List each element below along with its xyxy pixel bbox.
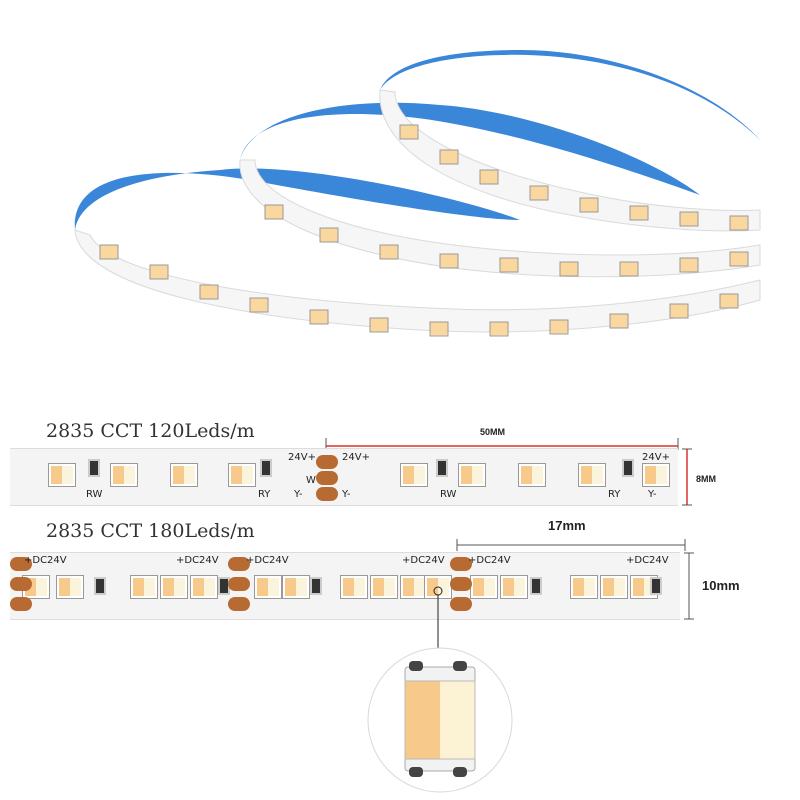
resistor [94, 577, 106, 595]
reel-led-chip [669, 303, 689, 319]
led-closeup [367, 647, 513, 793]
reel-led-chip [629, 205, 649, 221]
led-chip [578, 463, 606, 487]
reel-led-chip [609, 313, 629, 329]
led-chip [228, 463, 256, 487]
reel-led-chip [679, 211, 699, 227]
led-chip [642, 463, 670, 487]
reel-led-chip [309, 309, 329, 325]
led-chip [56, 575, 84, 599]
solder-pad [450, 597, 472, 611]
reel-led-chip [479, 169, 499, 185]
led-chip [518, 463, 546, 487]
solder-pad [228, 557, 250, 571]
pcb-label-ry: RY [258, 489, 271, 500]
reel-led-chip [529, 185, 549, 201]
pcb-label-y: Y- [648, 489, 657, 500]
reel-led-chip [719, 293, 739, 309]
led-chip [190, 575, 218, 599]
pcb-label-w: W [306, 475, 316, 486]
pcb-label-y: Y- [294, 489, 303, 500]
led-chip [160, 575, 188, 599]
led-chip [282, 575, 310, 599]
led-chip [48, 463, 76, 487]
solder-pad [316, 471, 338, 485]
width-dimension-8mm [682, 448, 692, 506]
length-label-17mm: 17mm [548, 518, 586, 533]
pcb-label-voltage: 24V+ [288, 452, 316, 463]
solder-pad [10, 597, 32, 611]
reel-led-chip [559, 261, 579, 277]
led-chip [570, 575, 598, 599]
reel-led-chip [499, 257, 519, 273]
pcb-label-voltage: +DC24V [24, 555, 67, 566]
solder-pad [316, 487, 338, 501]
pcb-label-voltage: +DC24V [246, 555, 289, 566]
width-label-8mm: 8MM [696, 474, 716, 484]
reel-led-chip [319, 227, 339, 243]
resistor [310, 577, 322, 595]
solder-pad [10, 557, 32, 571]
strip-120-title: 2835 CCT 120Leds/m [46, 420, 255, 442]
reel-led-chip [679, 257, 699, 273]
pcb-label-y: Y- [342, 489, 351, 500]
resistor [88, 459, 100, 477]
reel-led-chip [729, 251, 749, 267]
pcb-label-rw: RW [86, 489, 103, 500]
resistor [622, 459, 634, 477]
solder-pad [10, 577, 32, 591]
solder-pad [316, 455, 338, 469]
callout-line [433, 586, 443, 653]
resistor [530, 577, 542, 595]
reel-led-chip [439, 253, 459, 269]
solder-pad [450, 557, 472, 571]
resistor [436, 459, 448, 477]
reel-led-chip [149, 264, 169, 280]
led-strip-reel-photo [0, 50, 800, 400]
length-dimension-17mm [456, 539, 686, 551]
solder-pad [450, 577, 472, 591]
led-chip [600, 575, 628, 599]
reel-led-chip [439, 149, 459, 165]
pcb-label-rw: RW [440, 489, 457, 500]
led-chip [110, 463, 138, 487]
reel-led-chip [199, 284, 219, 300]
strip-180-title: 2835 CCT 180Leds/m [46, 520, 255, 542]
reel-led-chip [619, 261, 639, 277]
pcb-label-voltage: 24V+ [642, 452, 670, 463]
reel-led-chip [379, 244, 399, 260]
led-chip [370, 575, 398, 599]
led-chip [400, 463, 428, 487]
width-dimension-10mm [684, 552, 694, 620]
resistor [650, 577, 662, 595]
reel-led-chip [264, 204, 284, 220]
pcb-label-voltage: 24V+ [342, 452, 370, 463]
led-chip [458, 463, 486, 487]
resistor [260, 459, 272, 477]
led-chip [170, 463, 198, 487]
pcb-label-voltage: +DC24V [176, 555, 219, 566]
led-chip [254, 575, 282, 599]
led-chip [470, 575, 498, 599]
led-chip [130, 575, 158, 599]
width-label-10mm: 10mm [702, 578, 740, 593]
pcb-label-voltage: +DC24V [468, 555, 511, 566]
pcb-label-voltage: +DC24V [402, 555, 445, 566]
pcb-label-ry: RY [608, 489, 621, 500]
led-strip-180: +DC24V +DC24V +DC24V +DC24V +DC24V +DC24V [10, 552, 680, 620]
reel-led-chip [579, 197, 599, 213]
reel-led-chip [249, 297, 269, 313]
led-chip [400, 575, 428, 599]
reel-led-chip [399, 124, 419, 140]
reel-led-chip [99, 244, 119, 260]
solder-pad [228, 597, 250, 611]
solder-pad [228, 577, 250, 591]
length-label-50mm: 50MM [480, 427, 506, 437]
led-chip [340, 575, 368, 599]
reel-led-chip [369, 317, 389, 333]
reel-led-chip [729, 215, 749, 231]
pcb-label-voltage: +DC24V [626, 555, 669, 566]
led-chip [500, 575, 528, 599]
